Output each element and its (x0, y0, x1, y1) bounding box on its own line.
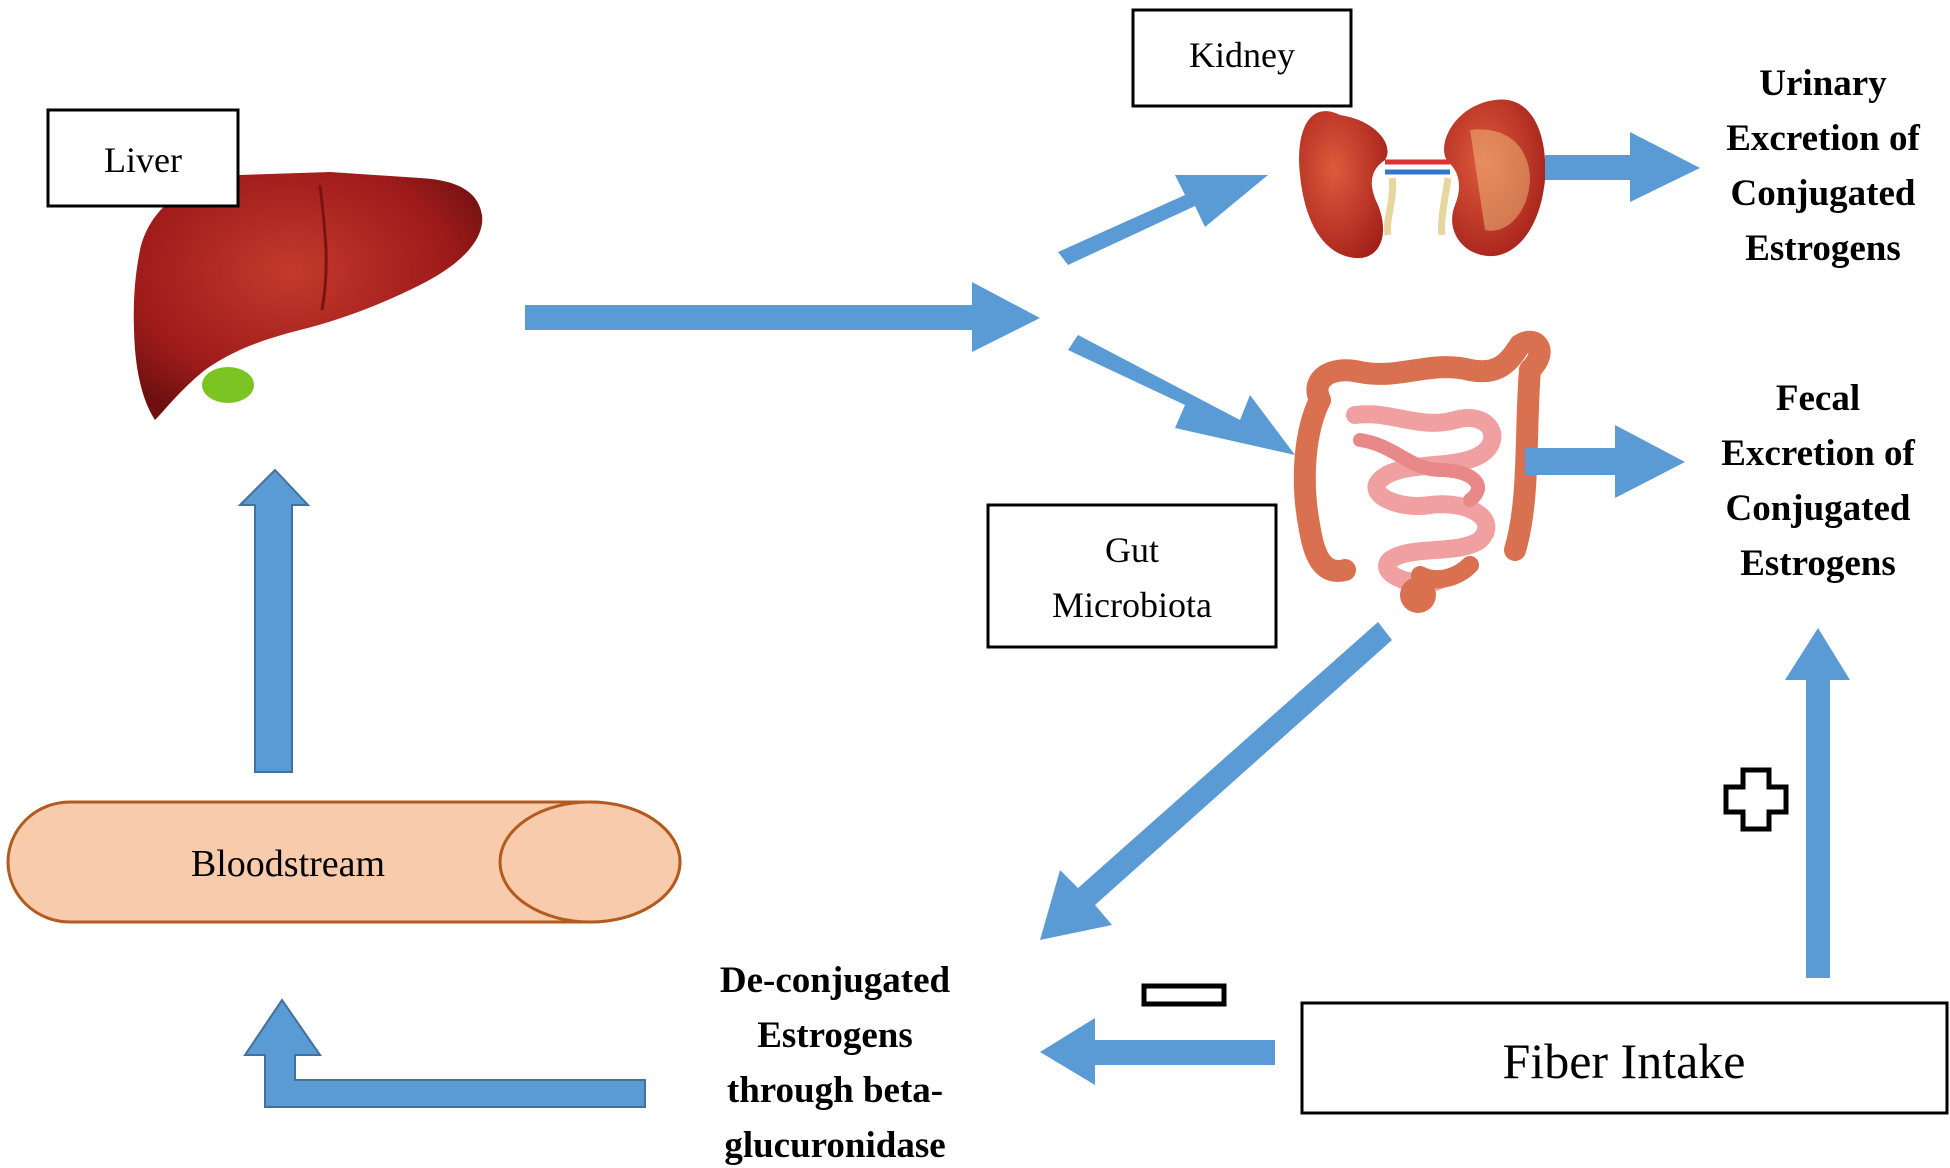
arrow-bloodstream-to-liver (237, 468, 311, 773)
gut-microbiota-label-box (986, 503, 1278, 649)
deconjugated-line2: Estrogens (757, 1015, 913, 1056)
urinary-line1: Urinary (1759, 63, 1887, 104)
arrow-gut-to-fecal (1525, 425, 1685, 498)
fiber-intake-label: Fiber Intake (1503, 1033, 1746, 1089)
fecal-line2: Excretion of (1721, 433, 1915, 474)
minus-sign-icon (1141, 983, 1227, 1007)
urinary-excretion-text: Urinary Excretion of Conjugated Estrogen… (1726, 63, 1920, 269)
deconjugated-estrogens-text: De-conjugated Estrogens through beta- gl… (720, 960, 951, 1166)
gut-label-line2: Microbiota (1052, 585, 1212, 625)
fecal-line4: Estrogens (1740, 543, 1896, 584)
gut-label-line1: Gut (1105, 530, 1159, 570)
arrow-fiber-to-fecal (1785, 628, 1850, 978)
urinary-line2: Excretion of (1726, 118, 1920, 159)
fecal-line3: Conjugated (1725, 488, 1910, 529)
fiber-intake-box (1300, 1001, 1949, 1115)
urinary-line4: Estrogens (1745, 228, 1901, 269)
arrow-deconjugated-to-bloodstream (243, 998, 646, 1108)
liver-label-box (46, 108, 240, 208)
kidney-label-box (1131, 8, 1353, 108)
arrow-fiber-to-deconjugated (1040, 1018, 1275, 1085)
fecal-line1: Fecal (1776, 378, 1860, 419)
deconjugated-line1: De-conjugated (720, 960, 951, 1001)
arrow-liver-to-branch (525, 282, 1040, 352)
arrow-gut-to-deconjugated (1040, 622, 1392, 940)
arrow-branch-to-kidney (1058, 175, 1268, 265)
liver-label: Liver (104, 140, 182, 180)
intestines-icon (1293, 330, 1551, 613)
liver-icon (133, 172, 483, 420)
fecal-excretion-text: Fecal Excretion of Conjugated Estrogens (1721, 378, 1915, 584)
urinary-line3: Conjugated (1730, 173, 1915, 214)
kidney-label: Kidney (1189, 35, 1295, 75)
deconjugated-line3: through beta- (727, 1070, 943, 1111)
arrow-kidney-to-urinary (1545, 132, 1700, 202)
plus-sign-icon (1723, 767, 1789, 832)
bloodstream-label: Bloodstream (191, 843, 385, 885)
deconjugated-line4: glucuronidase (724, 1125, 945, 1166)
arrow-branch-to-gut (1068, 335, 1295, 455)
bloodstream-vessel (6, 800, 682, 924)
kidneys-icon (1299, 99, 1546, 259)
